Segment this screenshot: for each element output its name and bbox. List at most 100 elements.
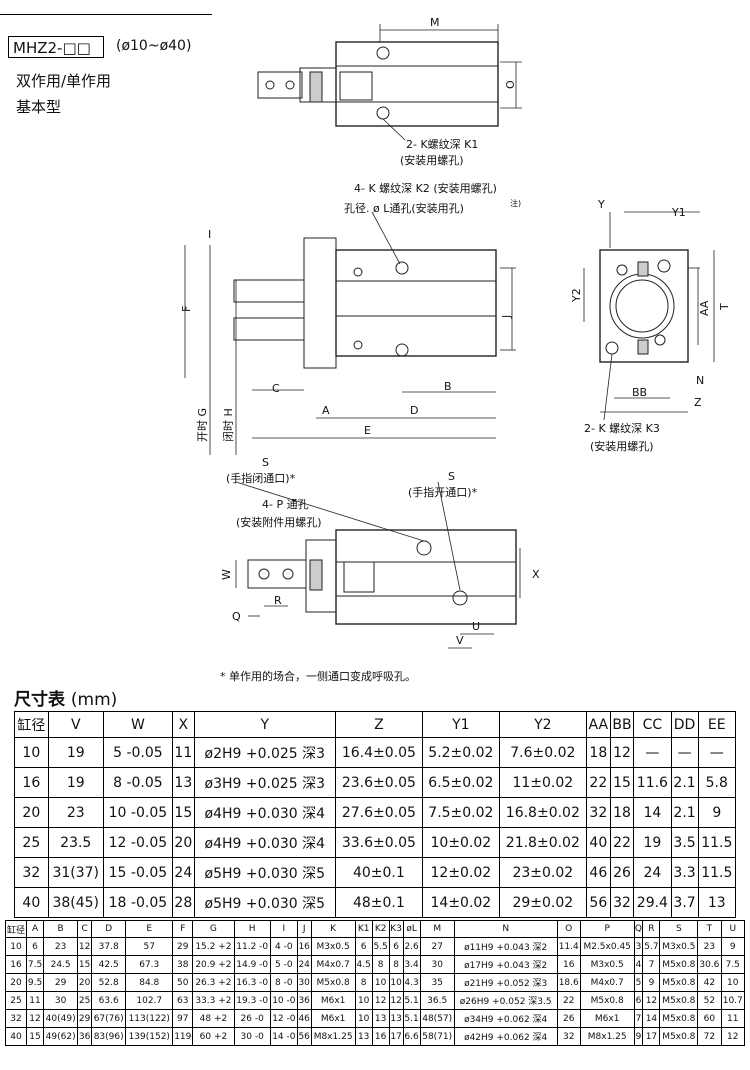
dim-Q: Q — [232, 610, 241, 623]
table-cell: 14.9 -0 — [233, 955, 271, 974]
label-s-close: (手指闭通口)* — [226, 471, 296, 485]
dim-AA: AA — [698, 300, 711, 316]
dim-M: M — [430, 16, 440, 29]
table-cell: 5.5 — [371, 937, 390, 956]
label-s-open: (手指开通口)* — [408, 485, 478, 499]
table-cell: 12 -0.05 — [102, 827, 173, 858]
table-cell: 10 — [720, 973, 746, 992]
table-cell: 67(76) — [91, 1009, 127, 1028]
label-k3-purpose: (安装用螺孔) — [590, 439, 654, 453]
column-header: U — [720, 920, 746, 938]
table-cell: 2.1 — [670, 767, 699, 798]
table-cell: 4.3 — [402, 973, 421, 992]
table-cell: 36.5 — [419, 991, 455, 1010]
table-cell: 9.5 — [26, 973, 45, 992]
dim-U: U — [472, 620, 480, 633]
table-cell: 38 — [172, 955, 194, 974]
table-cell: 5.7 — [642, 937, 661, 956]
table-cell: ø5H9 +0.030 深5 — [193, 857, 336, 888]
table-cell: 12 — [371, 991, 390, 1010]
table-cell: 20 — [171, 827, 195, 858]
table-cell: 16 — [371, 1027, 390, 1046]
label-k1-thread: 2- K螺纹深 K1 — [406, 137, 478, 151]
table-cell: 3 — [633, 937, 644, 956]
table-cell: 11±0.02 — [498, 767, 587, 798]
table-cell: ø11H9 +0.043 深2 — [453, 937, 558, 956]
table-cell: 15 -0.05 — [102, 857, 173, 888]
dim-Y1: Y1 — [671, 206, 686, 219]
table-cell: 83(96) — [91, 1027, 127, 1046]
table-cell: 12 — [388, 991, 404, 1010]
table-cell: 22 — [609, 827, 635, 858]
top-view-drawing — [257, 24, 522, 141]
table-cell: — — [670, 737, 699, 768]
table-cell: 56 — [296, 1027, 312, 1046]
table-cell: 36 — [296, 991, 312, 1010]
column-header: I — [269, 920, 298, 938]
table-cell: 7 — [633, 1009, 644, 1028]
table-cell: 42.5 — [91, 955, 127, 974]
table-cell: 7.5 — [26, 955, 45, 974]
table-cell: 12 — [77, 937, 93, 956]
label-k1-purpose: (安装用螺孔) — [400, 153, 464, 167]
table-cell: 20 — [4, 973, 28, 992]
table-cell: 20.9 +2 — [192, 955, 235, 974]
table-cell: ø21H9 +0.052 深3 — [453, 973, 558, 992]
column-header: P — [579, 920, 635, 938]
table-cell: 63 — [172, 991, 194, 1010]
column-header: K3 — [388, 920, 404, 938]
table-cell: 11.4 — [556, 937, 581, 956]
table-cell: 10±0.02 — [421, 827, 500, 858]
table-cell: 30 -0 — [233, 1027, 271, 1046]
table-cell: M6x1 — [310, 1009, 356, 1028]
table-cell: 9 — [720, 937, 746, 956]
table-cell: 7 — [642, 955, 661, 974]
bottom-view-drawing — [235, 481, 521, 649]
table-cell: 10 — [371, 973, 390, 992]
table-cell: 19 — [633, 827, 672, 858]
dim-T: T — [718, 303, 731, 311]
column-header: H — [233, 920, 271, 938]
table-cell: 40 — [4, 1027, 28, 1046]
table-cell: 4 — [633, 955, 644, 974]
table-cell: 52.8 — [91, 973, 127, 992]
table-cell: 16 — [296, 937, 312, 956]
table-cell: M6x1 — [310, 991, 356, 1010]
table-cell: 16 — [14, 767, 49, 798]
dim-S-open: S — [448, 470, 455, 483]
column-header: K2 — [371, 920, 390, 938]
table-cell: M4x0.7 — [579, 973, 635, 992]
table-cell: 24 — [171, 857, 195, 888]
table-cell: M3x0.5 — [659, 937, 699, 956]
table-cell: M6x1 — [579, 1009, 635, 1028]
column-header: D — [91, 920, 127, 938]
table-cell: 15 — [77, 955, 93, 974]
table-cell: 5 -0.05 — [102, 737, 173, 768]
column-header: R — [642, 920, 661, 938]
table-cell: 63.6 — [91, 991, 127, 1010]
table-cell: 32 — [14, 857, 49, 888]
table-cell: 6.6 — [402, 1027, 421, 1046]
table-cell: ø4H9 +0.030 深4 — [193, 827, 336, 858]
table-cell: 11 — [171, 737, 195, 768]
table-cell: 10 — [388, 973, 404, 992]
table-cell: M2.5x0.45 — [579, 937, 635, 956]
table-cell: 24.5 — [43, 955, 79, 974]
table-cell: 11 — [26, 991, 45, 1010]
table-cell: 29 — [77, 1009, 93, 1028]
dim-D: D — [410, 404, 418, 417]
table-cell: 2.6 — [402, 937, 421, 956]
table-cell: 12 — [26, 1009, 45, 1028]
table-cell: 36 — [77, 1027, 93, 1046]
table-cell: 17 — [388, 1027, 404, 1046]
table-cell: 23 — [697, 937, 722, 956]
table-cell: 14 — [633, 797, 672, 828]
table-cell: M5x0.8 — [310, 973, 356, 992]
column-header: K1 — [354, 920, 373, 938]
